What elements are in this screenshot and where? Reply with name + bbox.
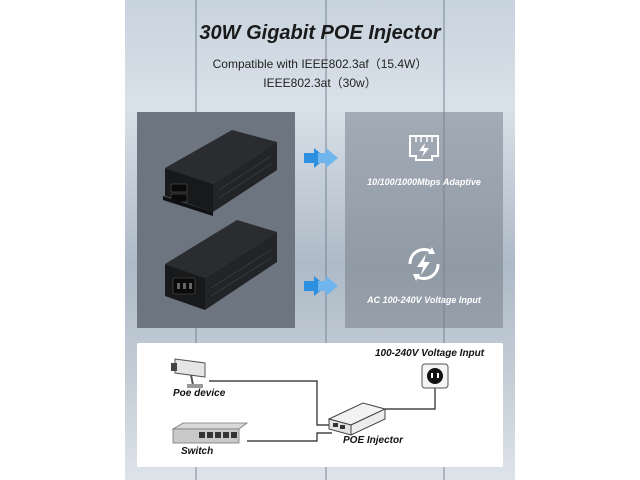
ethernet-port-icon <box>409 135 439 161</box>
subtitle-line-2: IEEE802.3at（30w） <box>263 76 377 90</box>
power-bolt-icon <box>408 247 440 281</box>
connection-diagram: Poe device Switch POE Injector 100-240V … <box>137 343 503 467</box>
voltage-caption: AC 100-240V Voltage Input <box>367 295 481 305</box>
product-photo <box>163 130 277 310</box>
poe-injector-label: POE Injector <box>343 435 404 446</box>
arrow-right-icon <box>304 148 338 168</box>
adaptive-caption: 10/100/1000Mbps Adaptive <box>367 177 481 187</box>
arrow-right-icon <box>304 276 338 296</box>
cctv-camera-icon <box>171 358 206 388</box>
poe-device-label: Poe device <box>173 388 226 399</box>
poe-injector-icon <box>327 402 387 436</box>
switch-label: Switch <box>181 446 214 457</box>
subtitle-line-1: Compatible with IEEE802.3af（15.4W） <box>212 57 428 71</box>
page-title: 30W Gigabit POE Injector <box>199 22 441 44</box>
network-switch-icon <box>171 422 249 444</box>
power-socket-icon <box>421 363 449 389</box>
product-photo-panel <box>137 112 295 328</box>
voltage-input-label: 100-240V Voltage Input <box>375 348 485 359</box>
